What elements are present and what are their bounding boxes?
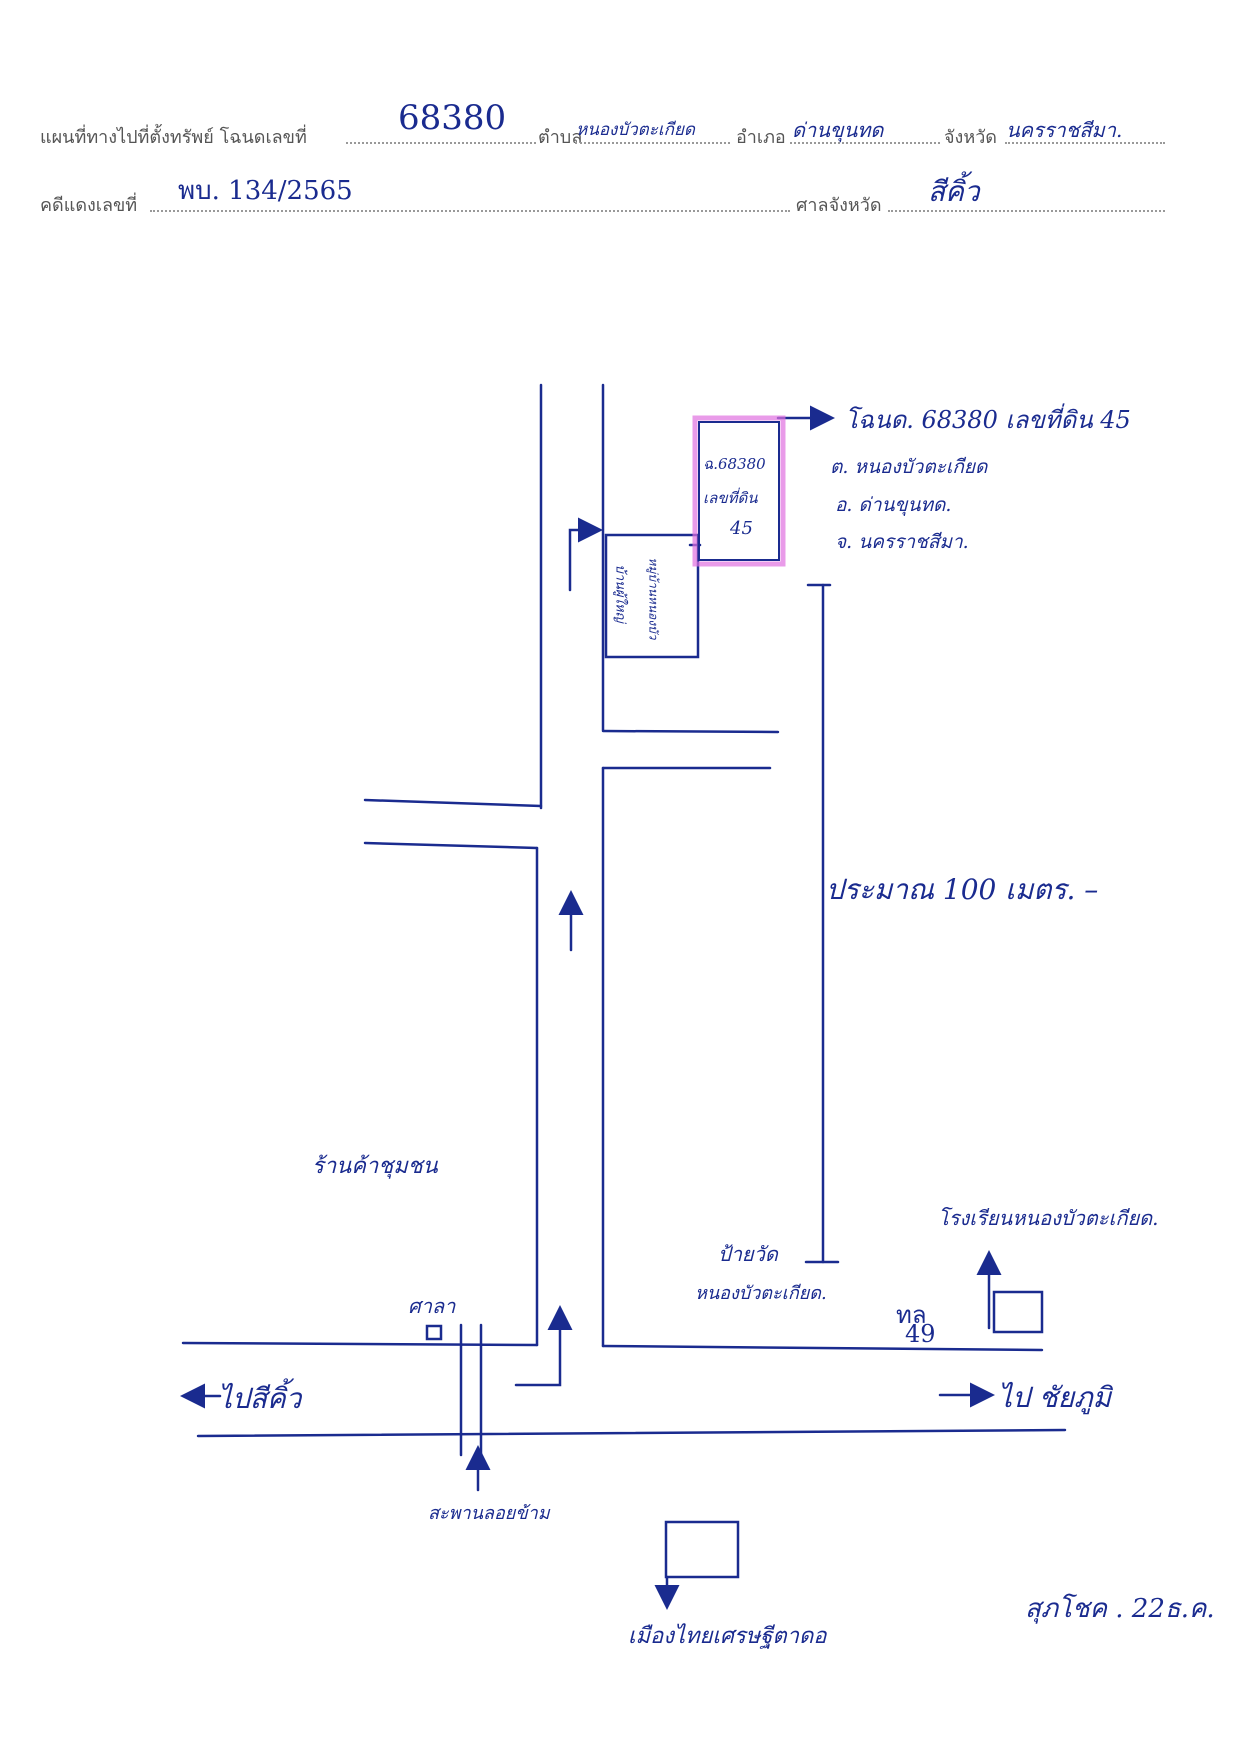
neighbor-house-text-2: หมู่บ้านหนองบัว xyxy=(646,557,661,640)
route-arrow-turn xyxy=(514,1305,573,1387)
district-value: ด่านขุนทด xyxy=(792,118,884,142)
deed-callout-line-1: โฉนด. 68380 เลขที่ดิน 45 xyxy=(845,406,1131,434)
neighbor-house-box xyxy=(604,533,700,659)
highway-label-line-1: ทล xyxy=(896,1301,927,1329)
case-number-label: คดีแดงเลขที่ xyxy=(40,195,138,216)
neighbor-house-text-1: บ้านผู้ใหญ่ xyxy=(612,564,628,623)
dotted-line xyxy=(790,142,940,144)
school-label: โรงเรียนหนองบัวตะเกียด. xyxy=(938,1206,1159,1230)
community-shop-label: ร้านค้าชุมชน xyxy=(312,1154,438,1179)
deed-callout-line-2: ต. หนองบัวตะเกียด xyxy=(830,456,988,478)
subdistrict-label: ตำบล xyxy=(538,127,583,148)
deed-number: 68380 xyxy=(398,98,507,138)
to-siew-label: ไปสีคิ้ว xyxy=(218,1382,302,1415)
school-building xyxy=(992,1290,1044,1334)
cross-street-west-upper xyxy=(363,798,543,808)
province-value: นครราชสีมา. xyxy=(1006,118,1123,142)
highway-south-edge xyxy=(196,1428,1067,1438)
deed-callout-line-4: จ. นครราชสีมา. xyxy=(835,531,969,553)
to-chaiyaphum-label: ไป ชัยภูมิ xyxy=(998,1381,1112,1414)
dotted-line xyxy=(888,210,1165,212)
court-value: สีคิ้ว xyxy=(928,175,980,208)
bottom-shop-building xyxy=(664,1520,740,1579)
subdistrict-value: หนองบัวตะเกียด xyxy=(576,120,695,140)
highway-label-line-2: 49 xyxy=(905,1320,936,1348)
bottom-shop-label: เมืองไทยเศรษฐีตาดอ xyxy=(628,1624,827,1649)
case-number-value: พบ. 134/2565 xyxy=(178,176,353,206)
highway-north-edge-east xyxy=(601,1344,1044,1352)
map-title-label: แผนที่ทางไปที่ตั้งทรัพย์ โฉนดเลขที่ xyxy=(40,127,307,148)
footbridge-label: สะพานลอยข้าม xyxy=(428,1503,550,1524)
temple-sign-line-1: ป้ายวัด xyxy=(718,1242,778,1266)
district-label: อำเภอ xyxy=(736,127,786,148)
dotted-line xyxy=(575,142,730,144)
plot-parcel-number: 45 xyxy=(730,518,753,539)
sala-label: ศาลา xyxy=(408,1294,456,1318)
dotted-line xyxy=(346,142,536,144)
dotted-line xyxy=(1005,142,1165,144)
deed-callout-line-3: อ. ด่านขุนทด. xyxy=(835,494,952,516)
signature: สุภโชค . 22ธ.ค. xyxy=(1025,1594,1215,1624)
highway-north-edge-west xyxy=(181,1341,539,1347)
subject-plot-highlight xyxy=(692,415,786,567)
province-label: จังหวัด xyxy=(944,127,997,148)
plot-deed-text: ฉ.68380 xyxy=(703,455,766,473)
cross-street-east-upper xyxy=(601,729,780,734)
sala-icon xyxy=(425,1324,443,1341)
distance-label: ประมาณ 100 เมตร. – xyxy=(826,873,1099,906)
dotted-line xyxy=(150,210,790,212)
subject-plot-box xyxy=(698,421,780,561)
plot-parcel-label: เลขที่ดิน xyxy=(703,489,758,507)
cross-street-west-lower xyxy=(363,841,539,850)
neighbor-house-label: บ้านผู้ใหญ่ หมู่บ้านหนองบัว xyxy=(612,545,692,655)
route-arrow-bend xyxy=(568,517,603,592)
court-label: ศาลจังหวัด xyxy=(796,195,882,216)
temple-sign-line-2: หนองบัวตะเกียด. xyxy=(695,1283,827,1304)
